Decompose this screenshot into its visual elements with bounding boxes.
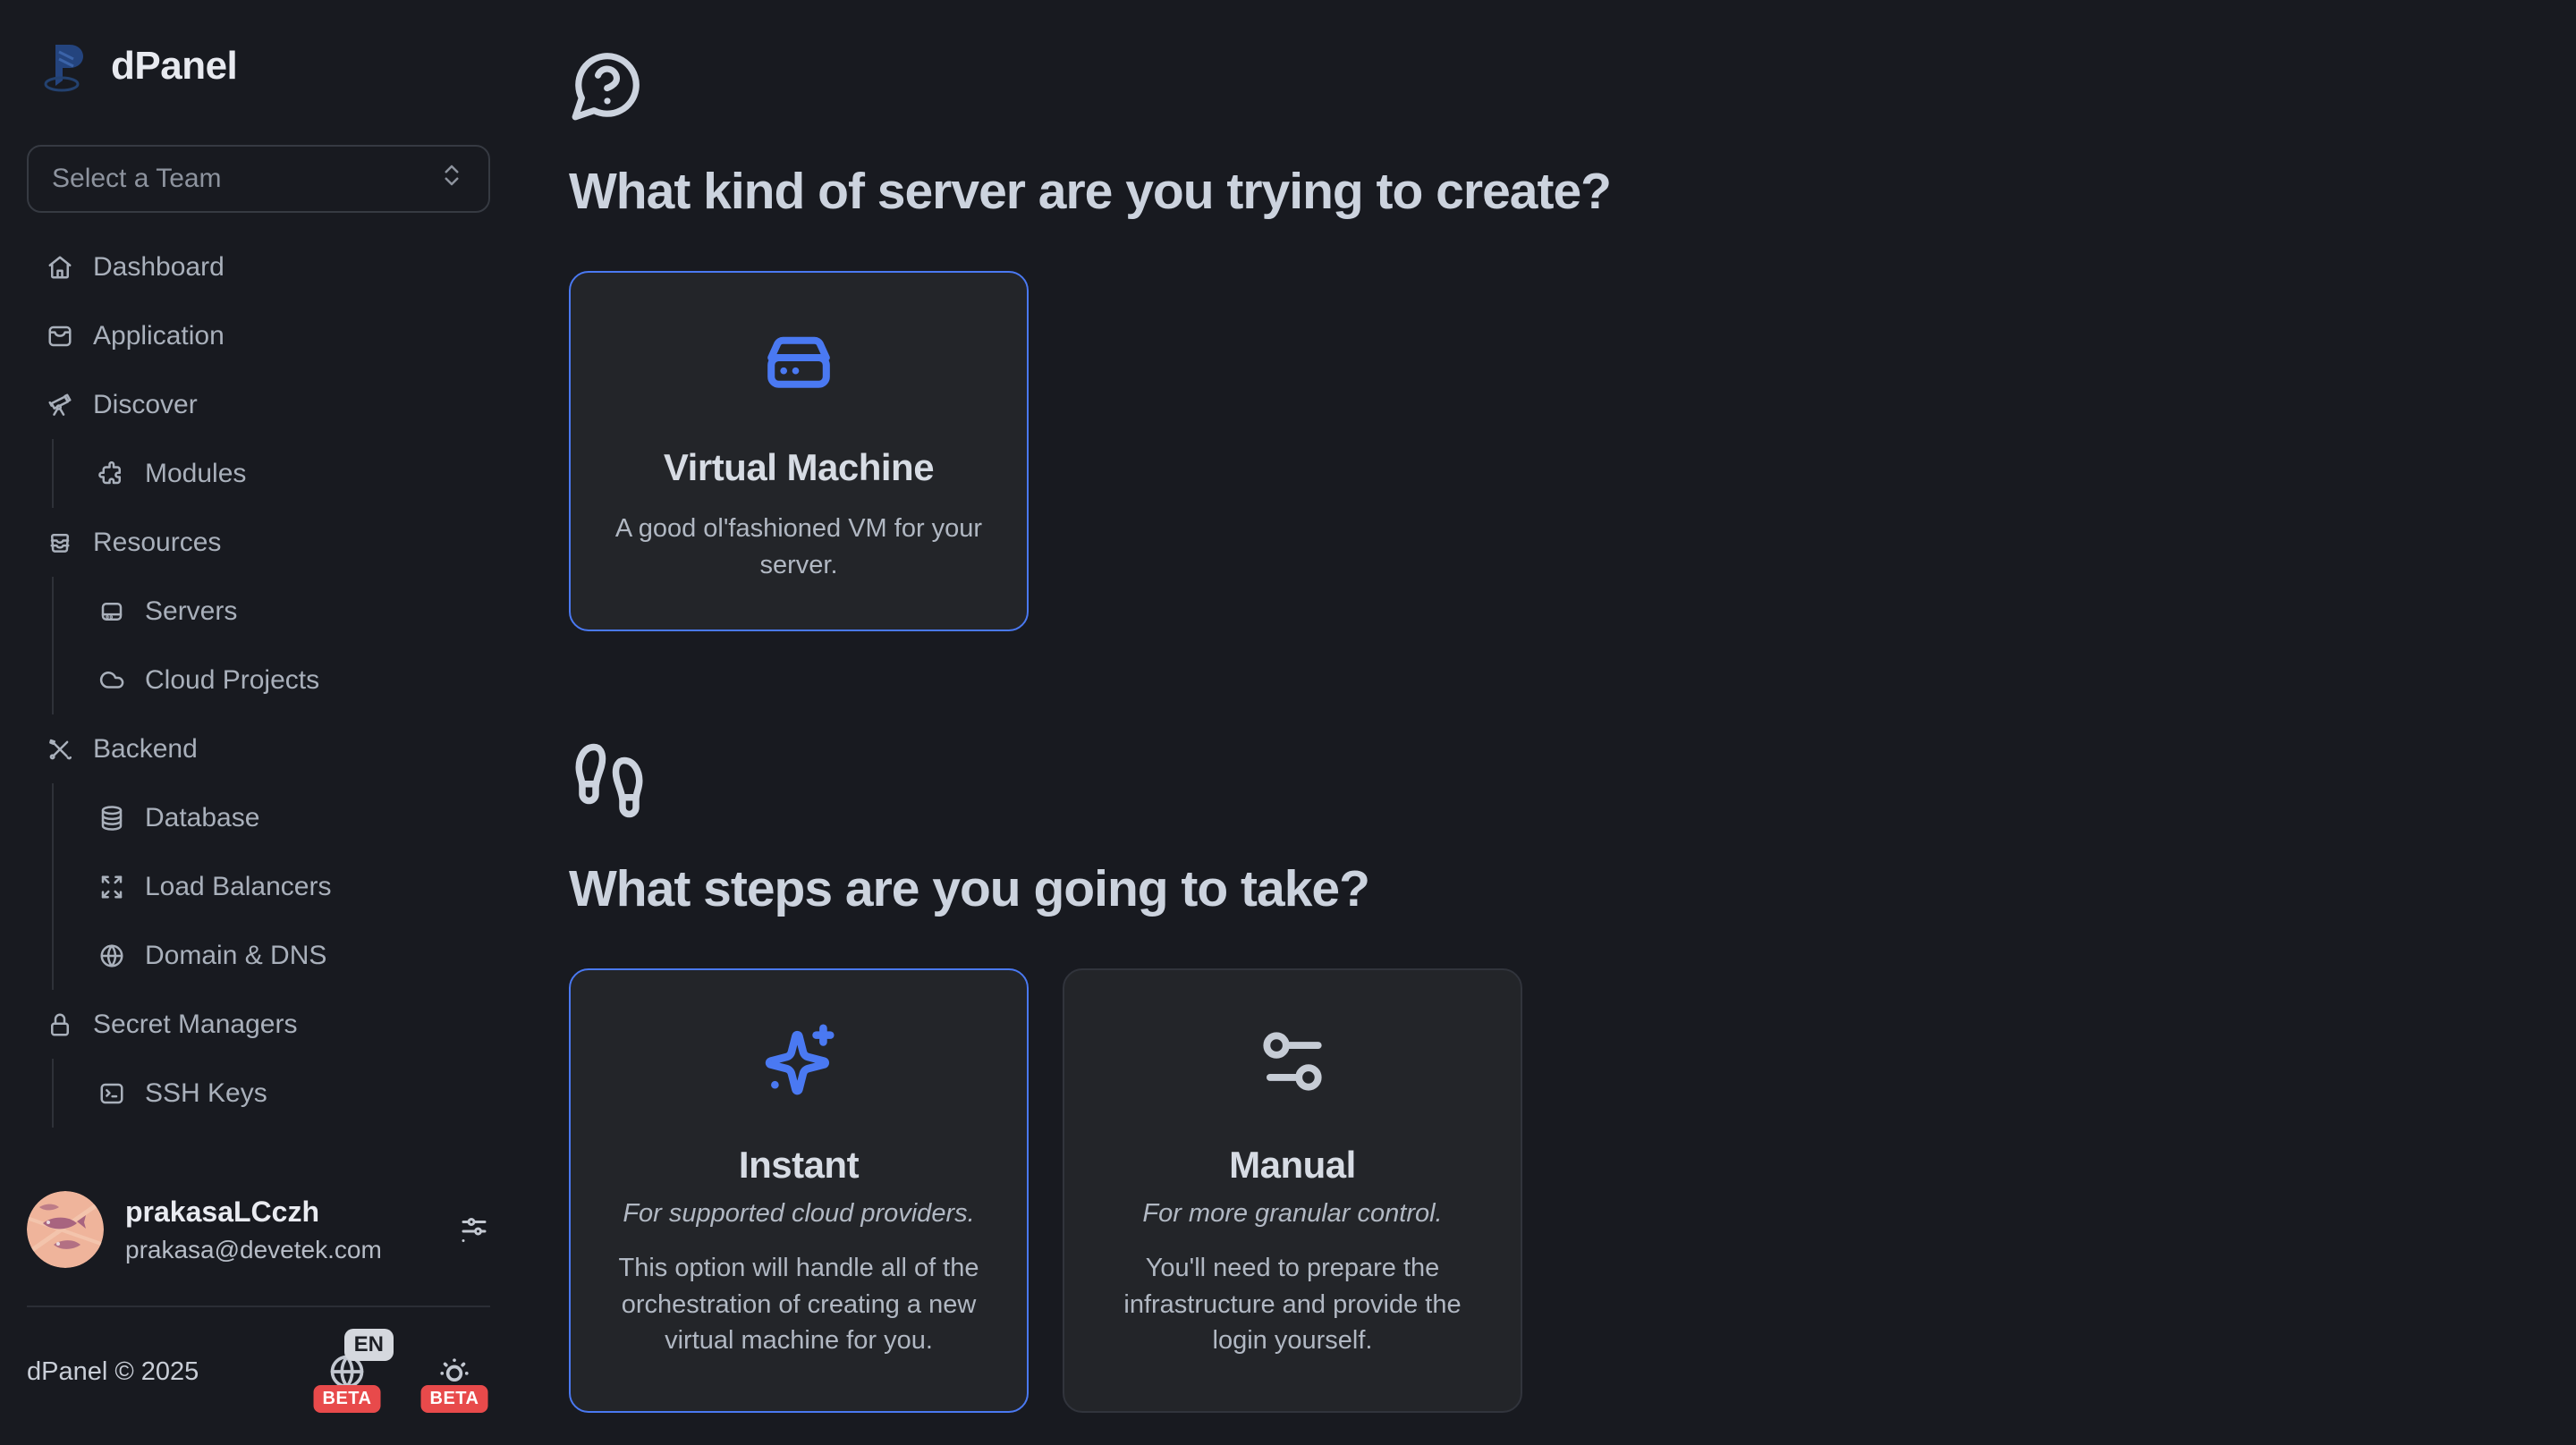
card-subtitle: For supported cloud providers. (623, 1199, 975, 1229)
team-selector-placeholder: Select a Team (52, 164, 222, 193)
telescope-icon (48, 393, 72, 416)
horizontal-sliders-icon (1102, 1020, 1483, 1103)
beta-badge: BETA (313, 1385, 381, 1413)
sidebar-item-domain-dns[interactable]: Domain & DNS (75, 921, 490, 990)
hard-drive-icon (101, 602, 123, 621)
hard-drive-blue-icon (608, 323, 989, 405)
sidebar-divider (27, 1306, 490, 1307)
section-server-kind: What kind of server are you trying to cr… (569, 46, 2576, 632)
sidebar-item-resources[interactable]: Resources (27, 508, 490, 577)
dpanel-logo-icon (39, 38, 91, 95)
beta-badge: BETA (420, 1385, 488, 1413)
main-content: What kind of server are you trying to cr… (517, 0, 2576, 1445)
section-title: What steps are you going to take? (569, 860, 1370, 918)
sidebar-item-load-balancers[interactable]: Load Balancers (75, 852, 490, 921)
card-subtitle: For more granular control. (1142, 1199, 1443, 1229)
sidebar-group-discover: Modules (52, 439, 490, 508)
copyright-text: dPanel © 2025 (27, 1356, 199, 1386)
sidebar-item-database[interactable]: Database (75, 783, 490, 852)
card-description: A good ol'fashioned VM for your server. (614, 514, 983, 579)
sidebar-item-cloud-projects[interactable]: Cloud Projects (75, 646, 490, 714)
user-settings-button[interactable] (458, 1213, 490, 1247)
sidebar-item-label: Dashboard (93, 251, 225, 282)
sidebar-item-label: Modules (145, 458, 247, 488)
footer-icons: EN BETA BETA (311, 1329, 490, 1413)
team-selector[interactable]: Select a Team (27, 145, 490, 213)
sidebar-item-label: Domain & DNS (145, 940, 327, 970)
sidebar-item-label: Secret Managers (93, 1009, 298, 1039)
footprints-icon (569, 740, 2576, 825)
sidebar-item-label: Cloud Projects (145, 664, 320, 695)
application-icon (48, 325, 72, 346)
database-icon (101, 805, 123, 831)
language-toggle-button[interactable]: EN BETA (311, 1329, 394, 1413)
sidebar-group-secret-managers: SSH Keys (52, 1059, 490, 1128)
sidebar-item-label: SSH Keys (145, 1077, 267, 1108)
card-title: Manual (1229, 1144, 1356, 1187)
archive-box-icon (50, 533, 70, 553)
card-virtual-machine[interactable]: Virtual Machine A good ol'fashioned VM f… (569, 271, 1029, 632)
language-badge: EN (343, 1329, 394, 1361)
sliders-icon (462, 1217, 487, 1242)
sidebar-item-secret-managers[interactable]: Secret Managers (27, 990, 490, 1059)
card-manual[interactable]: Manual For more granular control. You'll… (1063, 968, 1522, 1413)
sidebar-item-backend[interactable]: Backend (27, 714, 490, 783)
lock-icon (51, 1013, 69, 1035)
card-description: This option will handle all of the orche… (618, 1254, 979, 1356)
user-name: prakasaLCczh (125, 1195, 319, 1228)
sidebar-nav: Dashboard Application Discover Modules R… (27, 232, 490, 1128)
sidebar: dPanel Select a Team Dashboard Applicati… (0, 0, 517, 1445)
sidebar-item-dashboard[interactable]: Dashboard (27, 232, 490, 301)
card-description: You'll need to prepare the infrastructur… (1123, 1254, 1462, 1356)
cloud-icon (99, 671, 124, 689)
sidebar-item-label: Application (93, 320, 225, 351)
user-meta: prakasaLCczh prakasa@devetek.com (125, 1196, 382, 1264)
avatar[interactable] (27, 1191, 104, 1268)
chevrons-up-down-icon (438, 162, 465, 196)
globe-icon (100, 944, 123, 967)
sidebar-group-backend: Database Load Balancers Domain & DNS (52, 783, 490, 990)
terminal-icon (100, 1083, 123, 1103)
theme-toggle-button[interactable]: BETA (419, 1334, 490, 1413)
expand-arrows-icon (101, 875, 123, 898)
sun-icon (440, 1358, 469, 1382)
crossed-tools-icon (49, 739, 72, 759)
steps-cards: Instant For supported cloud providers. T… (569, 968, 2576, 1413)
server-kind-cards: Virtual Machine A good ol'fashioned VM f… (569, 271, 2576, 632)
user-email: prakasa@devetek.com (125, 1235, 382, 1263)
sidebar-item-ssh-keys[interactable]: SSH Keys (75, 1059, 490, 1128)
sidebar-item-label: Resources (93, 527, 222, 557)
sidebar-footer: dPanel © 2025 EN BETA BETA (27, 1329, 490, 1413)
sidebar-item-modules[interactable]: Modules (75, 439, 490, 508)
section-steps: What steps are you going to take? Instan… (569, 740, 2576, 1413)
sidebar-item-label: Database (145, 802, 260, 832)
sidebar-item-label: Discover (93, 389, 198, 419)
card-title: Instant (738, 1144, 860, 1187)
sidebar-item-label: Servers (145, 596, 238, 626)
section-title: What kind of server are you trying to cr… (569, 163, 1612, 220)
user-card: prakasaLCczh prakasa@devetek.com (27, 1191, 490, 1268)
sidebar-item-servers[interactable]: Servers (75, 577, 490, 646)
puzzle-icon (98, 461, 121, 484)
brand: dPanel (27, 38, 490, 95)
house-icon (48, 256, 72, 278)
card-title: Virtual Machine (663, 446, 935, 488)
sidebar-item-label: Backend (93, 733, 198, 764)
sidebar-group-resources: Servers Cloud Projects (52, 577, 490, 714)
sidebar-item-discover[interactable]: Discover (27, 370, 490, 439)
brand-name: dPanel (111, 44, 238, 88)
sidebar-item-label: Load Balancers (145, 871, 332, 901)
sparkles-icon (608, 1020, 989, 1103)
card-instant[interactable]: Instant For supported cloud providers. T… (569, 968, 1029, 1413)
question-bubble-icon (569, 46, 2576, 128)
sidebar-item-application[interactable]: Application (27, 301, 490, 370)
